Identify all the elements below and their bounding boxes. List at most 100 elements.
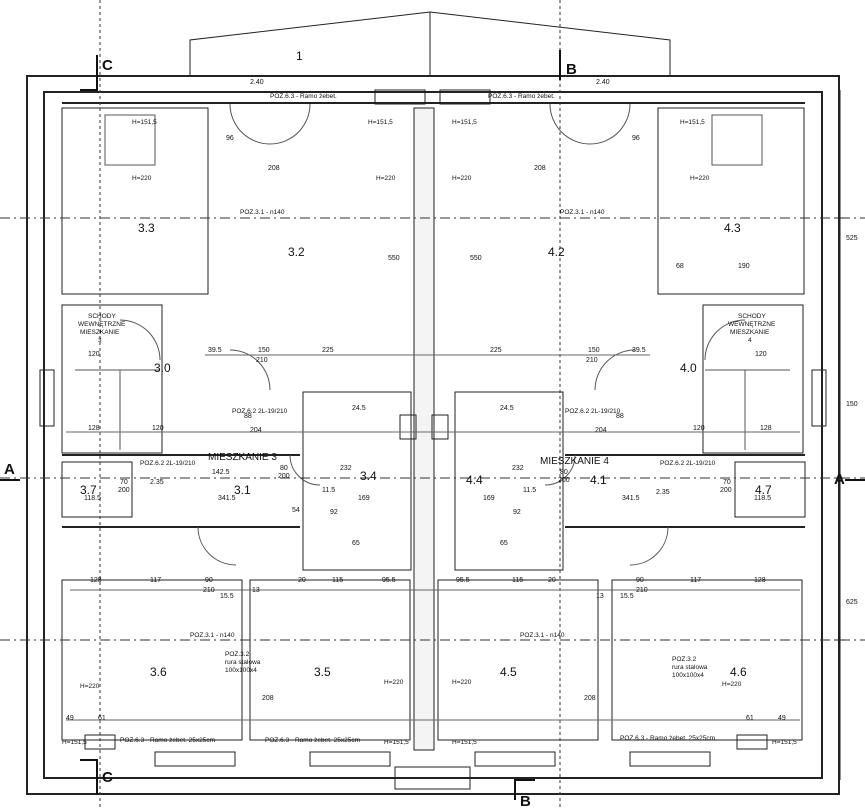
section-a-right: A — [834, 471, 845, 488]
height-3-3-sill: H=151,5 — [132, 119, 157, 126]
stairs-left-line2: WEWNĘTRZNE — [78, 321, 126, 328]
section-b-bottom: B — [520, 793, 531, 809]
dim-341-5-right: 341.5 — [622, 495, 640, 502]
dim-232-right: 232 — [512, 465, 524, 472]
room-4-1: 4.1 — [590, 473, 607, 487]
height-3-2-sill: H=151,5 — [368, 119, 393, 126]
dim-128-bottom: 128 — [90, 577, 102, 584]
height-4-6: H=220 — [722, 681, 742, 688]
inner-wall — [43, 91, 823, 779]
dim-54: 54 — [292, 507, 300, 514]
dim-11-5-left: 11.5 — [322, 487, 335, 494]
dim-150-right: 150 — [588, 347, 600, 354]
dim-117-right: 117 — [690, 577, 701, 584]
dim-150-side: 150 — [846, 401, 858, 408]
dim-225-right: 225 — [490, 347, 502, 354]
dim-550-left: 550 — [388, 255, 400, 262]
height-4-3: H=220 — [690, 175, 710, 182]
dim-15-5-right: 15.5 — [620, 593, 634, 600]
height-4-3-sill: H=151,5 — [680, 119, 705, 126]
dim-49-left: 49 — [66, 715, 74, 722]
dim-92-right: 92 — [513, 509, 521, 516]
room-3-5: 3.5 — [314, 665, 331, 679]
lintel-bottom-right: POZ.3.1 - n140 — [520, 632, 565, 639]
dim-120-mid-right: 120 — [693, 425, 705, 432]
outer-wall — [26, 75, 840, 795]
dim-20-right: 20 — [548, 577, 556, 584]
dim-20-left: 20 — [298, 577, 306, 584]
beam-bottom-right: POZ.6.3 - Ramo żebet. 25x25cm — [620, 735, 715, 742]
dim-61-right: 61 — [746, 715, 754, 722]
beam-top-right: POZ.6.3 - Ramo żebet. — [488, 93, 555, 100]
room-4-3: 4.3 — [724, 221, 741, 235]
dim-341-5-left: 341.5 — [218, 495, 236, 502]
column-right-profile: 100x100x4 — [672, 672, 704, 679]
dim-95-left: 95.5 — [382, 577, 396, 584]
dim-24-5-left: 24.5 — [352, 405, 366, 412]
room-4-7: 4.7 — [755, 483, 772, 497]
dim-550-right: 550 — [470, 255, 482, 262]
dim-210-right: 210 — [636, 587, 648, 594]
dim-150-left: 150 — [258, 347, 270, 354]
height-3-2: H=220 — [376, 175, 396, 182]
dim-61-left: 61 — [98, 715, 106, 722]
stairs-left-line3: MIESZKANIE — [80, 329, 120, 336]
stairs-right-line3: MIESZKANIE — [730, 329, 770, 336]
room-3-6: 3.6 — [150, 665, 167, 679]
dim-90-right: 90 — [636, 577, 644, 584]
dim-225-left: 225 — [322, 347, 334, 354]
column-left-profile: 100x100x4 — [225, 667, 257, 674]
dim-128-mid-left: 128 — [88, 425, 100, 432]
lintel-corridor-right: POZ.6.2 2L-19/210 — [660, 460, 716, 467]
height-4-5-sill: H=151,5 — [452, 739, 477, 746]
dim-128-bottom-right: 128 — [754, 577, 766, 584]
dim-210-mid-right: 210 — [586, 357, 598, 364]
room-4-0: 4.0 — [680, 361, 697, 375]
dim-208-left: 208 — [268, 165, 280, 172]
room-3-7: 3.7 — [80, 483, 97, 497]
dim-200-mid-left: 200 — [278, 473, 290, 480]
dim-15-5-left: 15.5 — [220, 593, 234, 600]
dim-2-40-left: 2.40 — [250, 79, 264, 86]
room-3-0: 3.0 — [154, 361, 171, 375]
room-3-1: 3.1 — [234, 483, 251, 497]
height-4-5: H=220 — [452, 679, 472, 686]
dim-120-right: 120 — [755, 351, 767, 358]
lintel-top-left: POZ.3.1 - n140 — [240, 209, 285, 216]
height-4-6-sill: H=151,5 — [772, 739, 797, 746]
dim-80-right: 80 — [560, 469, 568, 476]
dim-200-right: 200 — [720, 487, 732, 494]
lintel-mid-right: POZ.6.2 2L-19/210 — [565, 408, 621, 415]
dim-200-mid-right: 200 — [558, 477, 570, 484]
dim-210-mid-left: 210 — [256, 357, 268, 364]
dim-88-left: 88 — [244, 413, 252, 420]
section-b-top: B — [566, 61, 577, 78]
dim-39-5-left: 39.5 — [208, 347, 222, 354]
dim-90-left: 90 — [205, 577, 213, 584]
lintel-corridor-left: POZ.6.2 2L-19/210 — [140, 460, 196, 467]
dim-200-left: 200 — [118, 487, 130, 494]
dim-2-35-right: 2.35 — [656, 489, 670, 496]
dim-525: 525 — [846, 235, 858, 242]
height-3-6-sill: H=151,5 — [62, 739, 87, 746]
dim-208-right: 208 — [534, 165, 546, 172]
dim-96-right: 96 — [632, 135, 640, 142]
room-4-5: 4.5 — [500, 665, 517, 679]
room-3-2: 3.2 — [288, 245, 305, 259]
dim-95-right: 95.5 — [456, 577, 470, 584]
dim-11-5-right: 11.5 — [523, 487, 536, 494]
dim-39-5-right: 39.5 — [632, 347, 646, 354]
room-3-3: 3.3 — [138, 221, 155, 235]
lintel-top-right: POZ.3.1 - n140 — [560, 209, 605, 216]
room-4-6: 4.6 — [730, 665, 747, 679]
dim-204-right: 204 — [595, 427, 607, 434]
column-right-type: rura stalowa — [672, 664, 708, 671]
stairs-right-line4: 4 — [748, 337, 752, 344]
dim-118-5-left: 118.5 — [84, 495, 101, 502]
stairs-left-line4: 3 — [98, 337, 102, 344]
dim-142-5: 142.5 — [212, 469, 230, 476]
dim-120-left: 120 — [88, 351, 100, 358]
dim-70-left: 70 — [120, 479, 128, 486]
dim-88-right: 88 — [616, 413, 624, 420]
